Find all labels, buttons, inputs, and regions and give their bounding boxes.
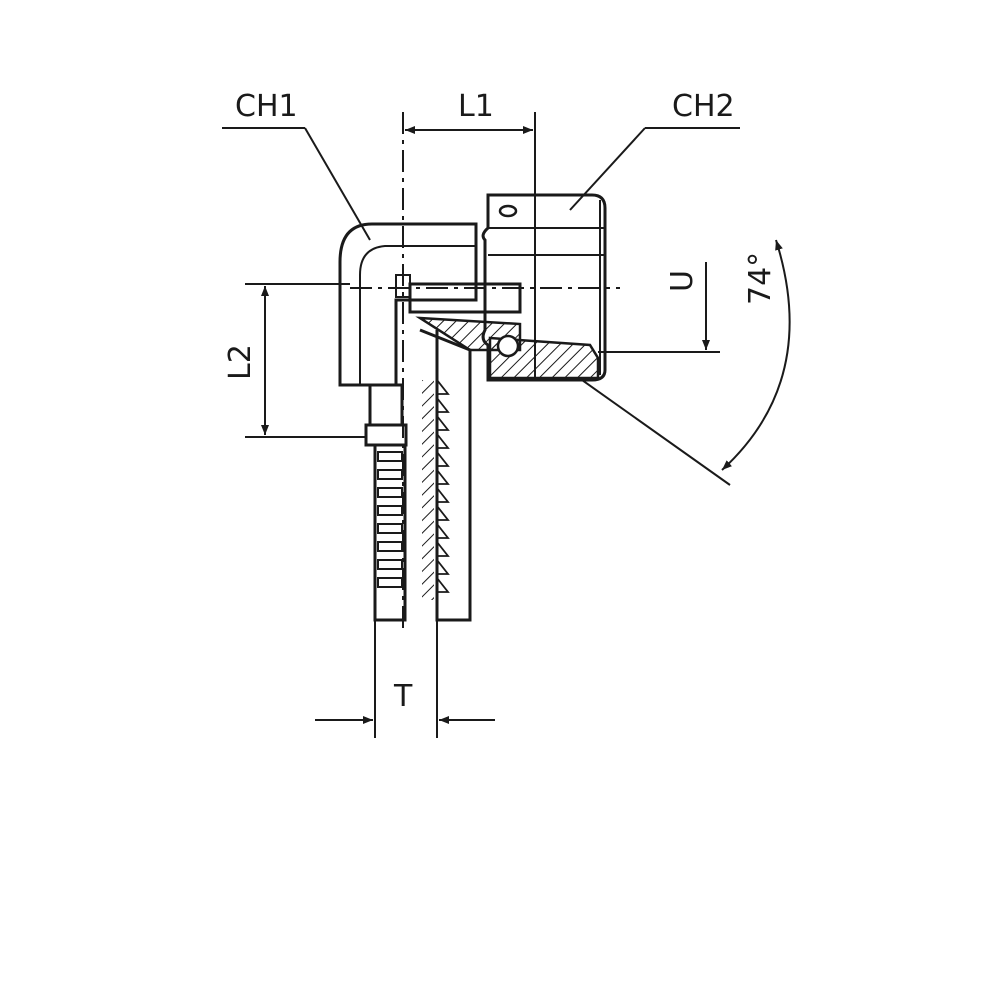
ferrule-rib xyxy=(377,469,403,480)
leader-ch2 xyxy=(569,127,740,211)
ferrule-rib xyxy=(377,505,403,516)
elbow-body xyxy=(338,222,478,387)
ferrule-rib xyxy=(377,541,403,552)
insert-barb xyxy=(436,505,450,521)
center-lines xyxy=(350,112,620,632)
leader-ch1 xyxy=(222,127,371,241)
insert-barb xyxy=(436,487,450,503)
ferrule-rib xyxy=(377,577,403,588)
label-ch1: CH1 xyxy=(235,89,298,124)
dimension-t xyxy=(315,620,495,738)
nipple xyxy=(395,274,522,314)
insert-barb xyxy=(436,433,450,449)
dimension-l2 xyxy=(245,283,366,438)
label-u: U xyxy=(665,270,700,292)
insert-barb xyxy=(436,415,450,431)
dimension-l1 xyxy=(405,112,536,195)
insert-barb xyxy=(436,451,450,467)
label-angle: 74° xyxy=(743,252,778,305)
insert-barb xyxy=(436,379,450,395)
ferrule-rib xyxy=(377,451,403,462)
dimension-u xyxy=(598,262,720,353)
dimension-angle xyxy=(581,239,791,486)
swivel-nut xyxy=(415,193,607,382)
insert-barbs xyxy=(436,379,450,593)
ferrule-rib xyxy=(377,487,403,498)
label-l1: L1 xyxy=(458,89,494,124)
insert-barb xyxy=(436,469,450,485)
ferrule-ribs xyxy=(377,451,403,588)
insert-barb xyxy=(436,577,450,593)
insert-barb xyxy=(436,523,450,539)
insert-barb xyxy=(436,559,450,575)
ferrule-rib xyxy=(377,559,403,570)
label-t: T xyxy=(393,679,413,714)
insert-barb xyxy=(436,397,450,413)
hose-tail xyxy=(364,328,472,622)
label-l2: L2 xyxy=(223,344,258,380)
insert-barb xyxy=(436,541,450,557)
label-ch2: CH2 xyxy=(672,89,735,124)
ferrule-rib xyxy=(377,523,403,534)
